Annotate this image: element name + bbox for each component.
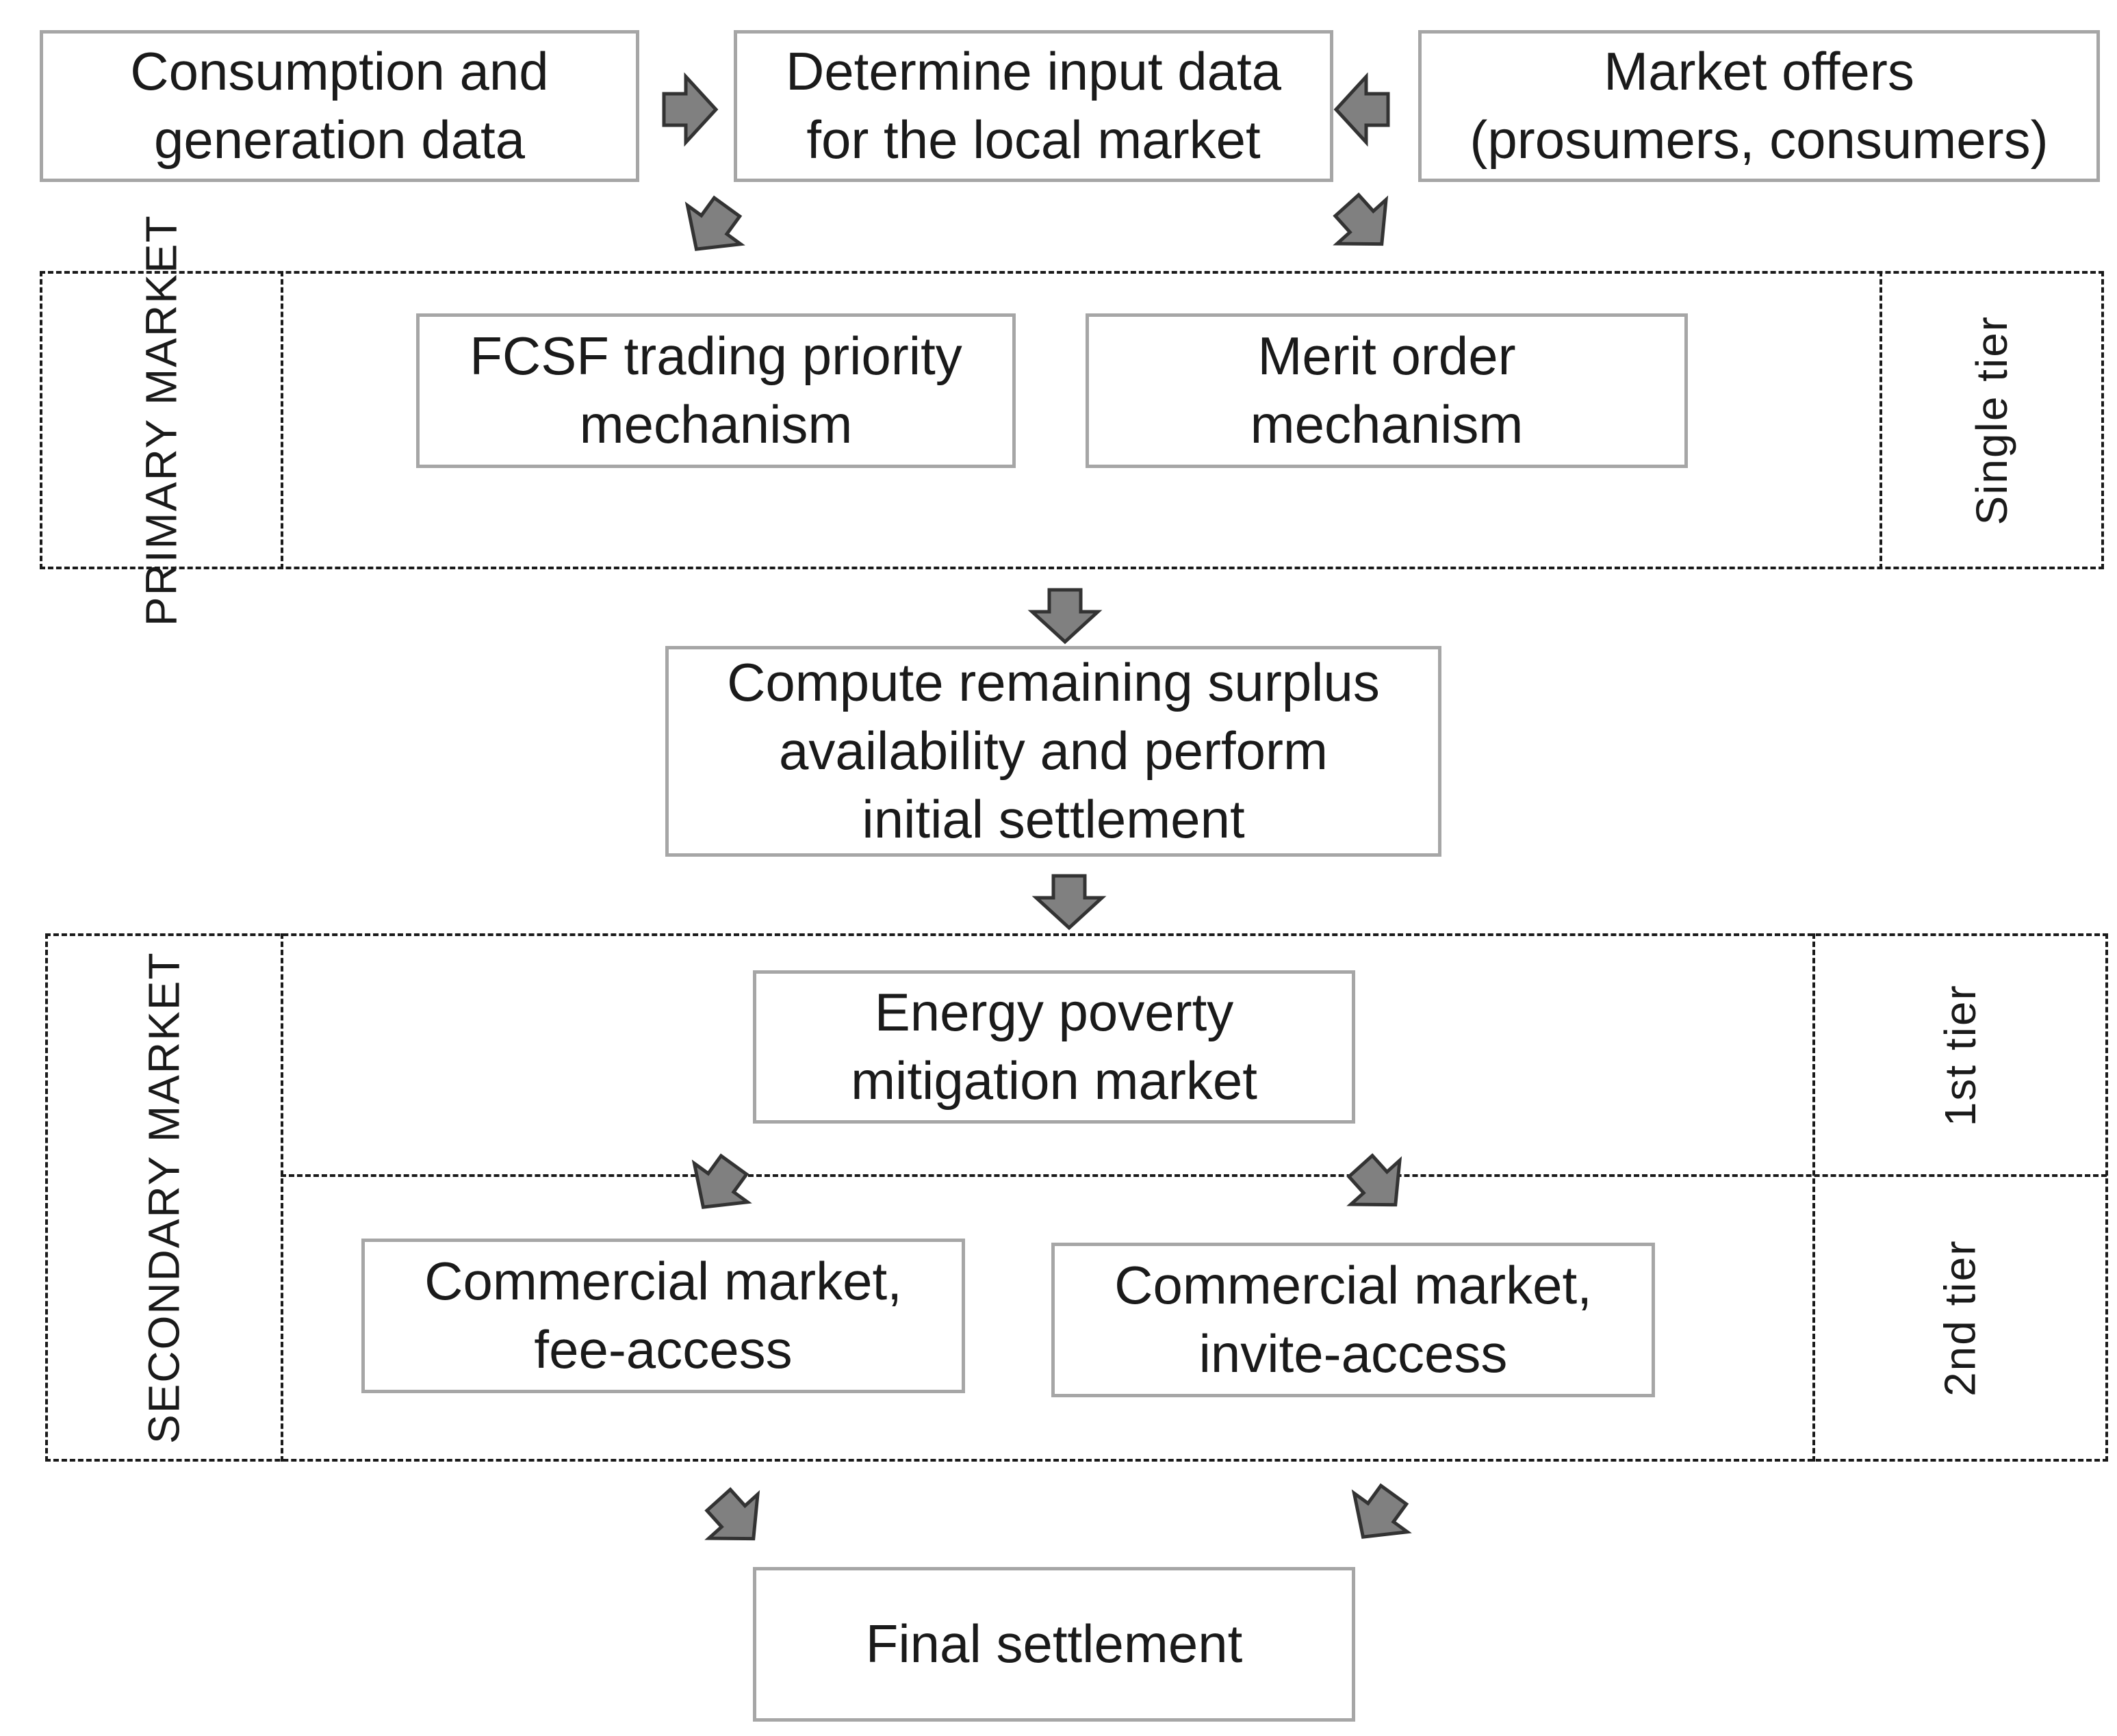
secondary-market-frame	[45, 933, 2108, 1462]
arrow-energy-to-invite	[1336, 1144, 1420, 1227]
final-settlement-box: Final settlement	[753, 1567, 1355, 1722]
arrow-determine-to-merit	[1322, 183, 1406, 266]
commercial-invite-access-box: Commercial market, invite-access	[1051, 1243, 1655, 1397]
arrow-fee-to-final	[694, 1478, 778, 1561]
tier-separator	[281, 1174, 2107, 1177]
consumption-generation-box: Consumption and generation data	[40, 30, 639, 182]
arrow-consumption-to-determine	[664, 77, 716, 142]
primary-market-divider-right	[1879, 271, 1882, 569]
fcsf-mechanism-box: FCSF trading priority mechanism	[416, 313, 1016, 468]
arrow-invite-to-final	[1337, 1475, 1420, 1556]
commercial-fee-access-box: Commercial market, fee-access	[361, 1239, 965, 1393]
determine-input-box: Determine input data for the local marke…	[734, 30, 1333, 182]
energy-poverty-box: Energy poverty mitigation market	[753, 970, 1355, 1124]
primary-market-frame	[40, 271, 2104, 569]
arrow-primary-to-compute	[1032, 590, 1098, 642]
arrow-compute-to-secondary	[1036, 876, 1102, 928]
arrow-offers-to-determine	[1336, 77, 1388, 142]
market-offers-box: Market offers (prosumers, consumers)	[1418, 30, 2100, 182]
secondary-market-divider-left	[281, 933, 283, 1462]
arrow-determine-to-fcsf	[670, 187, 754, 268]
secondary-market-divider-right	[1812, 933, 1815, 1462]
primary-market-divider-left	[281, 271, 283, 569]
arrow-energy-to-fee	[677, 1145, 760, 1226]
merit-order-box: Merit order mechanism	[1086, 313, 1688, 468]
compute-surplus-box: Compute remaining surplus availability a…	[665, 646, 1441, 857]
